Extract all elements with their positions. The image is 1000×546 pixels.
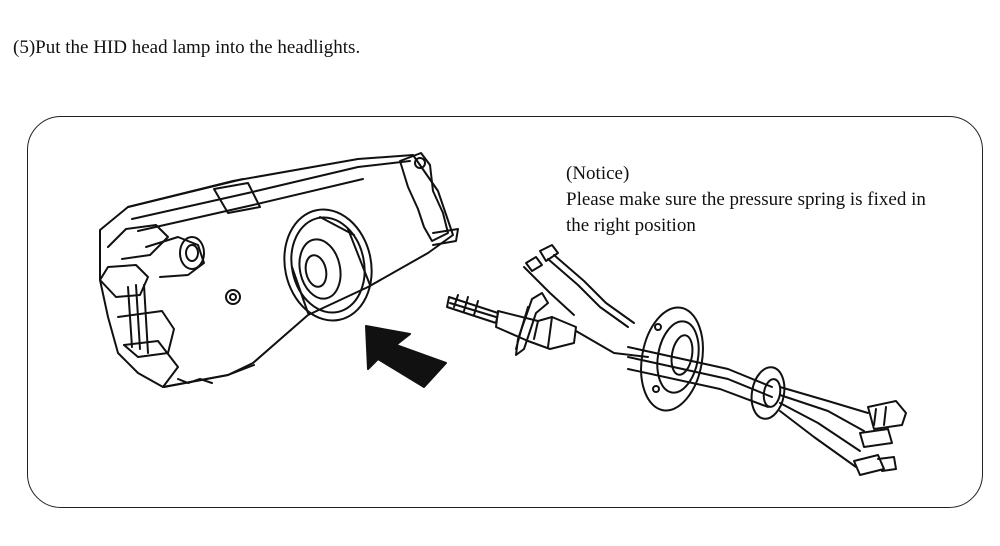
insert-arrow-icon xyxy=(365,325,447,388)
notice-heading: (Notice) xyxy=(566,163,630,184)
notice-text-line-2: the right position xyxy=(566,215,696,236)
step-title: (5)Put the HID head lamp into the headli… xyxy=(13,37,361,58)
notice-text-line-1: Please make sure the pressure spring is … xyxy=(566,189,926,210)
installation-illustration xyxy=(99,152,907,476)
notice-block: (Notice) Please make sure the pressure s… xyxy=(566,161,976,239)
hid-bulb-with-wiring-drawing xyxy=(446,244,907,476)
headlight-housing-drawing xyxy=(99,152,459,388)
instruction-panel: (Notice) Please make sure the pressure s… xyxy=(27,116,983,508)
